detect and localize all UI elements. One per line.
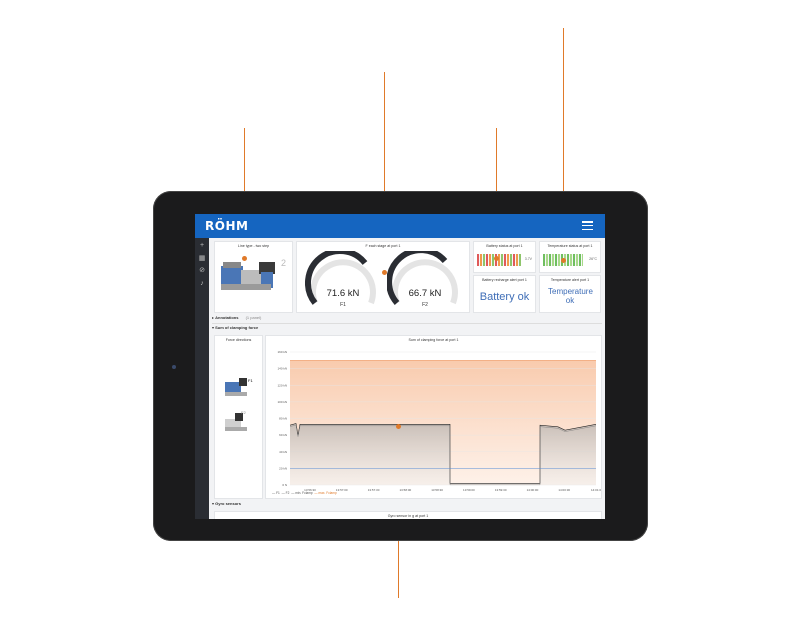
x-tick-label: 13:57:30 <box>368 488 380 492</box>
clamping-force-row[interactable]: ▾ Sum of clamping force <box>212 325 602 333</box>
x-tick-label: 14:00:30 <box>558 488 570 492</box>
battery-reading: 3.7V <box>524 257 532 261</box>
chevron-right-icon: ▸ <box>212 315 216 320</box>
battery-alert-panel: Battery recharge alert port 1 Battery ok <box>473 275 536 313</box>
gauge-f1-label: F1 <box>340 302 346 308</box>
panel-title: Battery recharge alert port 1 <box>482 278 527 282</box>
y-tick-label: 80 kN <box>279 417 287 421</box>
chart-legend: — F1 — F2 — min. Fclamp — max. Fclamp <box>272 491 337 495</box>
force-gauges-panel: F each stage at port 1 71.6 kN F1 66.7 k… <box>296 241 470 313</box>
panel-title: Temperature alert port 1 <box>550 278 590 282</box>
gauge-f1-value: 71.6 kN <box>326 288 360 299</box>
y-tick-label: 20 kN <box>279 466 287 470</box>
legend-f1: — F1 <box>272 491 280 495</box>
panel-title: F each stage at port 1 <box>365 244 401 248</box>
row-count: (1 panel) <box>245 315 262 320</box>
y-tick-label: 40 kN <box>279 450 287 454</box>
annotations-row[interactable]: ▸ Annotations (1 panel) <box>212 315 602 323</box>
row-divider <box>212 323 602 324</box>
app-logo: RÖHM <box>205 219 249 233</box>
f1-label: F1 <box>248 378 253 383</box>
temperature-alert-panel: Temperature alert port 1 Temperature ok <box>539 275 601 313</box>
y-tick-label: 0 N <box>282 483 287 487</box>
callout-dot <box>396 424 401 429</box>
row-label: Sum of clamping force <box>215 325 259 330</box>
force-directions-panel: Force directions F1 F2 <box>214 335 263 499</box>
clamping-force-chart-panel: Sum of clamping force at port 1 160 kN 14… <box>265 335 602 499</box>
chart-title: Sum of clamping force at port 1 <box>408 338 459 342</box>
y-tick-label: 60 kN <box>279 433 287 437</box>
hamburger-menu-icon[interactable] <box>582 221 593 231</box>
dashboards-icon[interactable]: ▦ <box>198 255 206 262</box>
callout-dot <box>561 258 566 263</box>
row-label: Annotations <box>215 315 239 320</box>
panel-title: Battery status at port 1 <box>486 244 523 248</box>
chevron-down-icon: ▾ <box>212 325 216 330</box>
x-tick-label: 13:56:30 <box>304 488 316 492</box>
dashboard-screen: RÖHM + ▦ ⊘ ♪ Line type - two step 2 F ea… <box>195 214 605 519</box>
gyro-panel: Gyro sensor in g at port 1 <box>214 511 602 519</box>
legend-max: — max. Fclamp <box>314 491 337 495</box>
callout-line <box>563 28 564 260</box>
y-tick-label: 100 kN <box>277 400 287 404</box>
clamping-force-chart: 160 kN 140 kN 120 kN 100 kN 80 kN 60 kN 40 kN 2… <box>277 350 601 492</box>
clamp-device-image <box>221 262 275 290</box>
add-icon[interactable]: + <box>199 242 205 249</box>
callout-dot <box>382 270 387 275</box>
row-label: Gyro sensors <box>215 501 241 506</box>
sidebar: + ▦ ⊘ ♪ <box>195 238 209 519</box>
y-tick-label: 140 kN <box>277 367 287 371</box>
gauge-f2-label: F2 <box>422 302 428 308</box>
f2-label: F2 <box>241 410 246 415</box>
alert-bell-icon[interactable]: ♪ <box>200 280 204 287</box>
panel-title: Temperature status at port 1 <box>547 244 593 248</box>
battery-level-bar <box>477 254 521 266</box>
explore-icon[interactable]: ⊘ <box>199 267 205 274</box>
x-tick-label: 13:59:30 <box>495 488 507 492</box>
gauge-f1 <box>305 251 376 305</box>
panel-title: Force directions <box>225 338 252 342</box>
callout-line <box>384 72 385 272</box>
x-tick-label: 13:58:30 <box>431 488 443 492</box>
f1-direction-image <box>225 378 247 396</box>
temperature-reading: 26°C <box>589 257 597 261</box>
f-area <box>290 423 596 485</box>
gauge-f2 <box>387 251 458 305</box>
x-tick-label: 14:01:0 <box>591 488 601 492</box>
legend-min: — min. Fclamp <box>291 491 313 495</box>
camera-icon <box>172 365 176 369</box>
f2-series-line <box>289 424 597 486</box>
temperature-status-panel: Temperature status at port 1 26°C <box>539 241 601 273</box>
x-tick-label: 14:00:00 <box>527 488 539 492</box>
y-tick-label: 120 kN <box>277 383 287 387</box>
panel-title: Line type - two step <box>237 244 270 248</box>
top-bar: RÖHM <box>195 214 605 238</box>
stage-count-label: 2 <box>280 258 286 268</box>
line-type-panel: Line type - two step 2 <box>214 241 293 313</box>
gyro-sensors-row[interactable]: ▾ Gyro sensors <box>212 501 602 509</box>
panel-title: Gyro sensor in g at port 1 <box>387 514 429 518</box>
x-tick-label: 13:58:00 <box>399 488 411 492</box>
temperature-alert-text: Temperature ok <box>548 287 593 305</box>
callout-dot <box>494 256 499 261</box>
legend-f2: — F2 <box>281 491 290 495</box>
f2-direction-image <box>225 413 247 431</box>
y-tick-label: 160 kN <box>277 350 287 354</box>
x-tick-label: 13:59:00 <box>463 488 475 492</box>
callout-dot <box>242 256 247 261</box>
battery-alert-text: Battery ok <box>479 291 530 303</box>
gauge-f2-value: 66.7 kN <box>408 288 442 299</box>
chevron-down-icon: ▾ <box>212 501 216 506</box>
battery-status-panel: Battery status at port 1 3.7V <box>473 241 536 273</box>
x-tick-label: 13:57:00 <box>336 488 348 492</box>
